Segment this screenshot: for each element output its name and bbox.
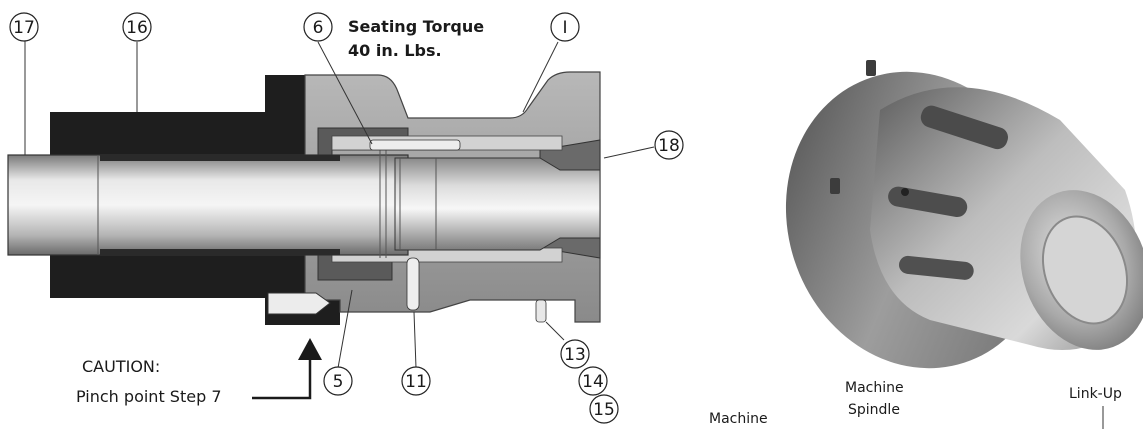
- svg-text:11: 11: [405, 372, 427, 392]
- leader-lines: [24, 40, 655, 369]
- chuck-slot-lower: [899, 255, 974, 280]
- set-screw: [535, 299, 547, 323]
- caution-title: CAUTION:: [82, 357, 160, 376]
- caution-leader: [252, 360, 312, 400]
- callout-6: 6: [303, 12, 333, 42]
- svg-text:13: 13: [564, 345, 586, 365]
- callout-14: 14: [578, 366, 608, 396]
- callout-13: 13: [560, 339, 590, 369]
- pin-part: [406, 257, 420, 311]
- seating-screw: [369, 139, 461, 151]
- callout-1: I: [550, 12, 580, 42]
- label-machine-spindle-2: Spindle: [848, 402, 900, 418]
- flange-pin-a: [866, 60, 876, 76]
- seal-lower: [100, 249, 340, 255]
- callout-17: 17: [9, 12, 39, 42]
- flange-pin-b: [830, 178, 840, 194]
- svg-text:5: 5: [333, 372, 344, 392]
- seating-torque-line2: 40 in. Lbs.: [348, 41, 442, 60]
- callout-5: 5: [323, 366, 353, 396]
- section-view: [7, 71, 601, 400]
- svg-text:18: 18: [658, 136, 680, 156]
- callout-15: 15: [589, 394, 619, 424]
- tube-part: [7, 154, 409, 256]
- collet-bore: [394, 157, 601, 251]
- flange-hole: [901, 188, 909, 196]
- svg-text:17: 17: [13, 18, 35, 38]
- svg-text:6: 6: [313, 18, 324, 38]
- svg-text:15: 15: [593, 400, 615, 420]
- chuck-inner-face: [1041, 215, 1129, 325]
- callout-18: 18: [654, 130, 684, 160]
- label-machine-spindle-1: Machine: [845, 380, 904, 396]
- caution-detail: Pinch point Step 7: [76, 387, 222, 406]
- callout-16: 16: [122, 12, 152, 42]
- callout-11: 11: [401, 366, 431, 396]
- label-link-up: Link-Up: [1069, 386, 1122, 402]
- seal-upper: [100, 155, 340, 161]
- svg-text:16: 16: [126, 18, 148, 38]
- caution-arrow: [298, 338, 322, 360]
- seating-torque-line1: Seating Torque: [348, 17, 484, 36]
- svg-text:I: I: [562, 18, 567, 38]
- chuck-rendering: [785, 60, 1143, 369]
- svg-text:14: 14: [582, 372, 604, 392]
- bolt-part: [267, 292, 331, 315]
- chuck-slot-upper: [920, 105, 1008, 150]
- label-machine: Machine: [709, 411, 768, 427]
